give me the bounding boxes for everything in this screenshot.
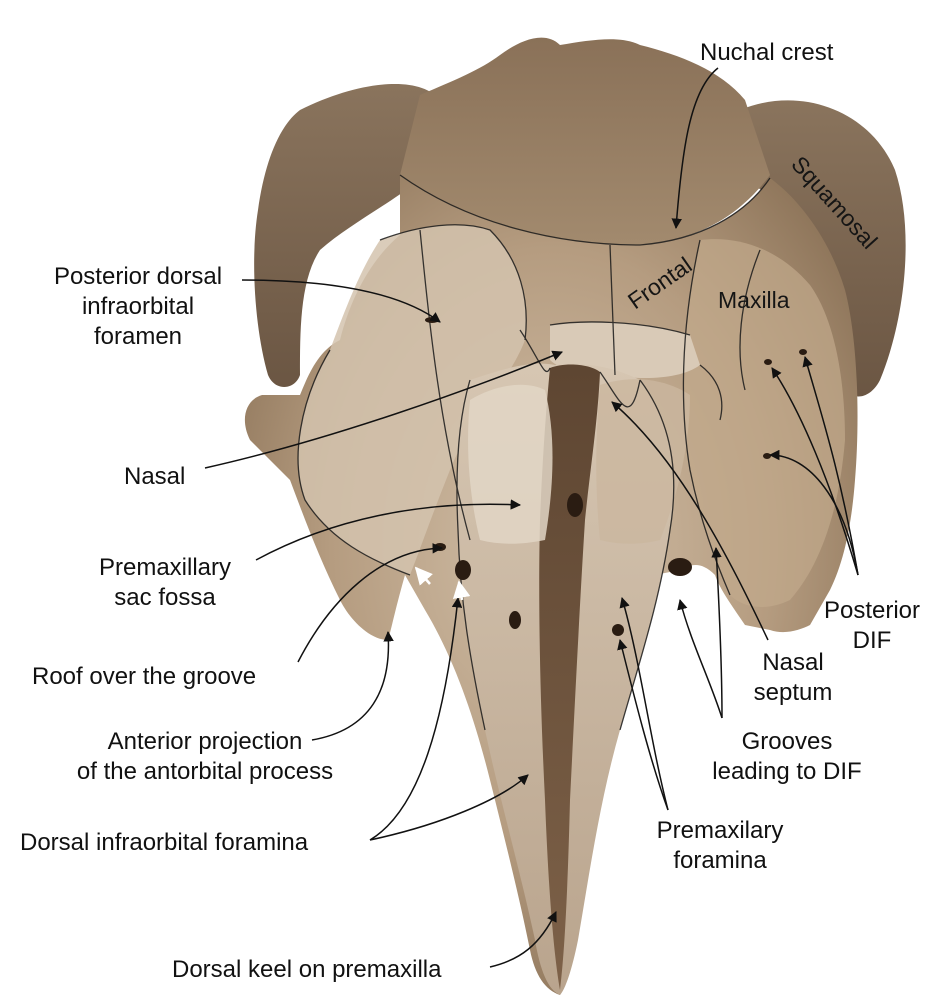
roof-over-groove-text: Roof over the groove [32,663,257,690]
posterior-dorsal-if-line1: Posterior dorsal [53,263,223,290]
left-premaxillary-sac-fossa [468,384,553,544]
leader-dorsal-keel [489,911,557,968]
left-maxilla-plate [298,224,527,575]
nuchal-crest-text: Nuchal crest [700,39,834,66]
label-premaxillary-foramina: Premaxilary foramina [630,816,810,876]
leader-grooves-1 [677,598,723,719]
premaxillary-foramina-line1: Premaxilary [656,817,784,844]
left-squamosal-bone [254,83,450,388]
leader-grooves-2 [711,546,723,719]
leader-premaxillary-foramina-2 [619,596,669,811]
leader-nasal-septum [611,401,769,641]
leader-dorsal-if-a [369,774,529,841]
leader-posterior-dif-1 [768,449,859,576]
label-roof-over-groove: Roof over the groove [32,662,256,692]
occipital-region [400,37,770,245]
posterior-dorsal-if-line2: infraorbital [81,293,195,320]
posterior-dif-line1: Posterior [823,597,921,624]
leader-premaxillary-sac-fossa [255,499,522,561]
label-premaxillary-sac-fossa: Premaxillary sac fossa [80,553,250,613]
label-dorsal-if: Dorsal infraorbital foramina [20,828,308,858]
label-posterior-dorsal-if: Posterior dorsal infraorbital foramen [38,262,238,352]
posterior-dif-line2: DIF [852,627,892,654]
dorsal-if-text: Dorsal infraorbital foramina [20,829,309,856]
leader-nasal [204,350,563,469]
premaxillary-sac-fossa-line1: Premaxillary [98,554,232,581]
leader-posterior-dif-2 [771,367,859,576]
right-squamosal-bone [735,100,906,397]
mesorostral-groove [539,364,600,990]
posterior-dorsal-if-line3: foramen [93,323,183,350]
premaxillary-sac-fossa-line2: sac fossa [114,584,216,611]
premaxillary-foramina-line2: foramina [673,847,767,874]
maxilla-label: Maxilla [718,287,790,313]
label-nasal: Nasal [124,462,185,492]
right-premaxillary-sac-fossa [596,379,690,544]
label-dorsal-keel: Dorsal keel on premaxilla [172,955,441,985]
leader-nuchal-crest [671,67,719,230]
leader-premaxillary-foramina-1 [617,638,669,811]
nasal-septum-line1: Nasal [762,649,824,676]
leader-anterior-projection [311,630,394,741]
anterior-projection-line2: of the antorbital process [76,758,334,785]
white-arrows [414,566,471,601]
label-posterior-dif: Posterior DIF [812,596,932,656]
label-nasal-septum: Nasal septum [738,648,848,708]
nasal-text: Nasal [124,463,186,490]
suture-lines [297,174,771,731]
nasal-septum-line2: septum [753,679,833,706]
leader-dorsal-if-b [369,596,463,841]
frontal-nasal-zone [550,322,700,378]
label-grooves-dif: Grooves leading to DIF [702,727,872,787]
leader-posterior-dorsal-if [241,279,441,323]
label-anterior-projection: Anterior projection of the antorbital pr… [50,727,360,787]
anterior-projection-line1: Anterior projection [107,728,303,755]
leader-posterior-dif-3 [802,355,859,576]
dorsal-keel-text: Dorsal keel on premaxilla [172,956,442,983]
right-maxilla-plate [683,239,845,607]
grooves-dif-line2: leading to DIF [712,758,862,785]
leader-lines [204,67,859,968]
label-nuchal-crest: Nuchal crest [700,38,833,68]
grooves-dif-line1: Grooves [741,728,833,755]
leader-roof-over-groove [297,543,444,663]
